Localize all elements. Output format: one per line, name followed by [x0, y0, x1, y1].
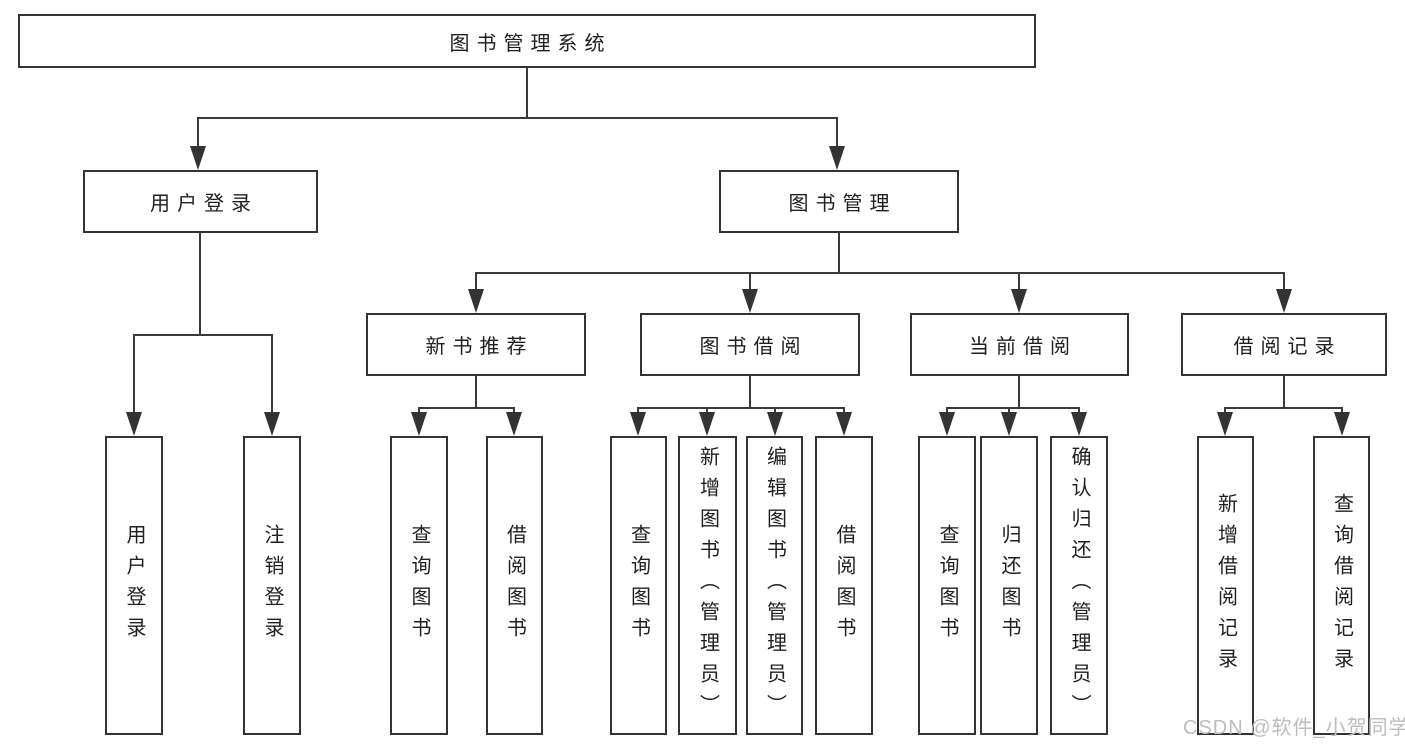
node-current-borrow: 当前借阅	[910, 313, 1129, 376]
leaf-return-book-label: 归还图书	[998, 523, 1020, 648]
leaf-borrow-books-recommend-label: 借阅图书	[503, 523, 526, 648]
leaf-add-book-admin-label: 新增图书（管理员）	[696, 446, 719, 725]
leaf-return-book: 归还图书	[980, 436, 1038, 735]
leaf-logout: 注销登录	[243, 436, 301, 735]
leaf-borrow-books-borrow: 借阅图书	[815, 436, 873, 735]
node-current-borrow-label: 当前借阅	[969, 336, 1077, 358]
leaf-edit-book-admin: 编辑图书（管理员）	[746, 436, 803, 735]
node-book-management-label: 图书管理	[788, 193, 897, 215]
node-root-label: 图书管理系统	[449, 32, 612, 55]
leaf-query-borrow-record: 查询借阅记录	[1313, 436, 1370, 735]
leaf-edit-book-admin-label: 编辑图书（管理员）	[763, 446, 786, 725]
leaf-add-book-admin: 新增图书（管理员）	[678, 436, 737, 735]
leaf-add-borrow-record: 新增借阅记录	[1197, 436, 1254, 735]
leaf-query-books-borrow: 查询图书	[610, 436, 667, 735]
leaf-user-login-label: 用户登录	[123, 523, 145, 648]
leaf-confirm-return-admin: 确认归还（管理员）	[1050, 436, 1108, 735]
leaf-query-books-current: 查询图书	[918, 436, 976, 735]
node-new-book-recommend-label: 新书推荐	[425, 336, 534, 358]
leaf-query-books-borrow-label: 查询图书	[627, 523, 650, 648]
node-borrow-records: 借阅记录	[1181, 313, 1387, 376]
leaf-user-login: 用户登录	[105, 436, 163, 735]
node-user-login-label: 用户登录	[150, 193, 258, 215]
node-new-book-recommend: 新书推荐	[366, 313, 586, 376]
leaf-query-books-current-label: 查询图书	[936, 523, 958, 648]
node-user-login: 用户登录	[83, 170, 318, 233]
leaf-query-books-recommend: 查询图书	[390, 436, 448, 735]
csdn-watermark: CSDN @软件_小贺同学	[1183, 717, 1405, 739]
leaf-borrow-books-recommend: 借阅图书	[486, 436, 543, 735]
leaf-add-borrow-record-label: 新增借阅记录	[1214, 492, 1237, 679]
leaf-query-borrow-record-label: 查询借阅记录	[1330, 492, 1353, 679]
node-borrow-records-label: 借阅记录	[1233, 336, 1342, 358]
leaf-borrow-books-borrow-label: 借阅图书	[833, 523, 855, 648]
leaf-confirm-return-admin-label: 确认归还（管理员）	[1068, 446, 1090, 725]
node-book-borrow-label: 图书借阅	[699, 336, 808, 358]
leaf-query-books-recommend-label: 查询图书	[408, 523, 430, 648]
node-book-borrow: 图书借阅	[640, 313, 860, 376]
node-root: 图书管理系统	[18, 14, 1036, 68]
node-book-management: 图书管理	[719, 170, 959, 233]
leaf-logout-label: 注销登录	[261, 523, 283, 648]
